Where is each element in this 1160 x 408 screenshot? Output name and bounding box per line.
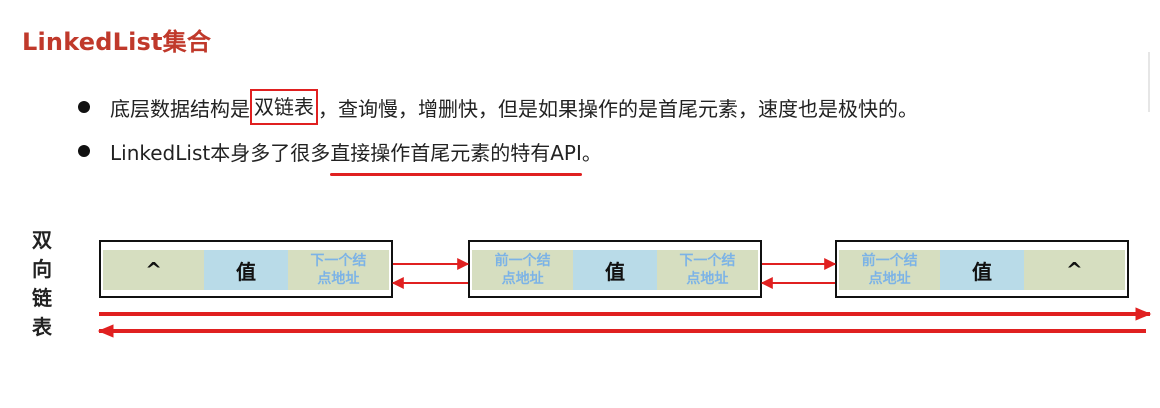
prev-address-label: 前一个结 点地址: [861, 253, 918, 287]
prev-address-label: 前一个结 点地址: [494, 253, 551, 287]
bullet-dot: [78, 101, 90, 113]
side-label-char: 链: [32, 286, 52, 310]
bullet-item-1: 底层数据结构是 双链表 ，查询慢，增删快，但是如果操作的是首尾元素，速度也是极快…: [78, 89, 918, 125]
list-node-3: 前一个结 点地址 值 ^: [835, 240, 1129, 298]
next-address-label: 下一个结 点地址: [679, 253, 736, 287]
next-address-label: 下一个结 点地址: [310, 253, 367, 287]
null-pointer-symbol: ^: [145, 258, 163, 282]
doubly-linked-list-label: 双 向 链 表: [28, 226, 56, 342]
page-title: LinkedList集合: [22, 28, 212, 56]
bullet-1-text-end: ，查询慢，增删快，但是如果操作的是首尾元素，速度也是极快的。: [318, 96, 918, 121]
side-label-char: 向: [32, 257, 52, 281]
node-value-label: 值: [236, 259, 256, 284]
edge-divider: [1148, 52, 1150, 112]
node-1-prev-null-cell: ^: [103, 250, 205, 290]
node-3-value-cell: 值: [940, 250, 1024, 290]
node-1-value-cell: 值: [204, 250, 288, 290]
bullet-dot: [78, 145, 90, 157]
node-3-prev-address-cell: 前一个结 点地址: [839, 250, 941, 290]
bullet-1-text-start: 底层数据结构是: [110, 96, 250, 121]
node-2-prev-address-cell: 前一个结 点地址: [472, 250, 574, 290]
bullet-item-2: LinkedList本身多了很多 直接操作首尾元素的特有API 。: [78, 133, 602, 176]
list-node-1: ^ 值 下一个结 点地址: [99, 240, 393, 298]
bullet-1-boxed-term: 双链表: [250, 89, 318, 125]
node-2-next-address-cell: 下一个结 点地址: [656, 250, 759, 290]
bullet-2-underlined-term: 直接操作首尾元素的特有API: [330, 137, 582, 176]
node-2-value-cell: 值: [573, 250, 657, 290]
node-value-label: 值: [605, 259, 625, 284]
node-value-label: 值: [972, 259, 992, 284]
list-node-2: 前一个结 点地址 值 下一个结 点地址: [468, 240, 762, 298]
side-label-char: 双: [32, 228, 52, 252]
node-3-next-null-cell: ^: [1023, 250, 1126, 290]
side-label-char: 表: [32, 315, 52, 339]
bullet-2-text-start: LinkedList本身多了很多: [110, 140, 331, 165]
bullet-2-text-end: 。: [581, 140, 602, 165]
node-1-next-address-cell: 下一个结 点地址: [287, 250, 390, 290]
null-pointer-symbol: ^: [1065, 258, 1083, 282]
